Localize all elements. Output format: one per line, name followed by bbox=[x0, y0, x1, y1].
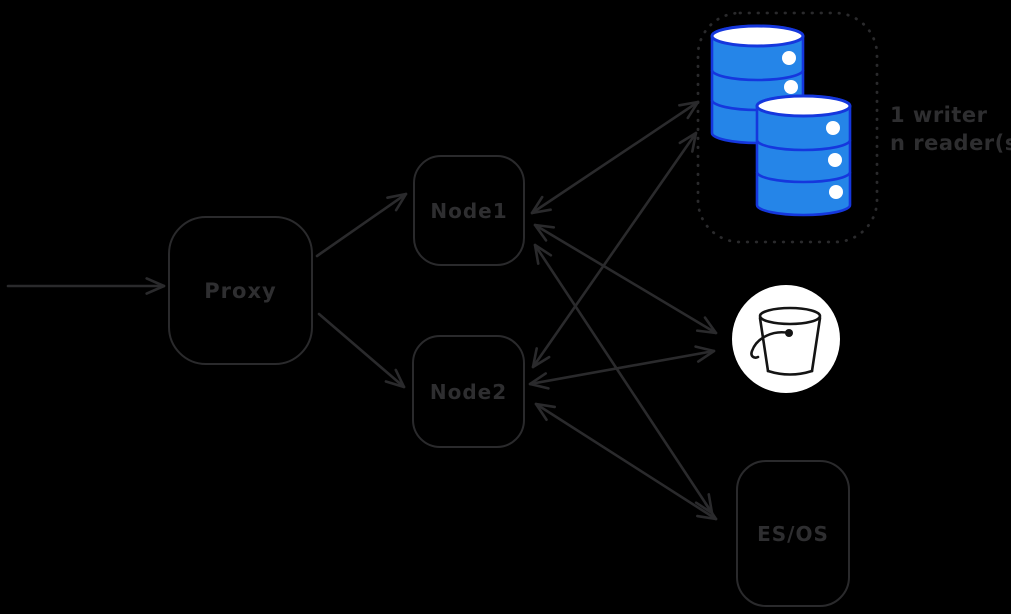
esos-node: ES/OS bbox=[736, 460, 850, 607]
arrow-node1-bucket bbox=[533, 223, 718, 335]
db-note: 1 writer n reader(s) bbox=[890, 101, 1011, 157]
arrows-group bbox=[6, 100, 718, 521]
node2-label: Node2 bbox=[429, 379, 508, 404]
esos-label: ES/OS bbox=[757, 521, 829, 546]
db-front-groove1 bbox=[755, 139, 852, 152]
db-back-groove1 bbox=[710, 69, 805, 82]
arrow-proxy-to-node1 bbox=[315, 192, 408, 258]
arrow-node2-esos bbox=[534, 402, 718, 521]
bucket-circle bbox=[732, 285, 840, 393]
node2-node: Node2 bbox=[412, 335, 525, 448]
db-front-dot2 bbox=[828, 153, 842, 167]
db-back-top bbox=[710, 24, 805, 48]
bucket-icon bbox=[750, 306, 822, 376]
proxy-node: Proxy bbox=[168, 216, 313, 365]
proxy-label: Proxy bbox=[204, 278, 277, 303]
db-note-line1: 1 writer bbox=[890, 103, 988, 127]
db-note-line2: n reader(s) bbox=[890, 131, 1011, 155]
db-back-dot1 bbox=[782, 51, 796, 65]
db-cylinder-front bbox=[755, 94, 852, 217]
arrow-node2-database bbox=[531, 131, 698, 369]
db-front-dot3 bbox=[829, 185, 843, 199]
db-cluster-container bbox=[696, 11, 879, 244]
db-front-top bbox=[755, 94, 852, 118]
bucket-badge bbox=[732, 285, 840, 393]
arrow-node1-database bbox=[530, 100, 700, 215]
node1-label: Node1 bbox=[430, 198, 508, 223]
db-front-groove2 bbox=[755, 171, 852, 184]
node1-node: Node1 bbox=[413, 155, 525, 266]
db-back-dot2 bbox=[784, 80, 798, 94]
db-front-dot1 bbox=[826, 121, 840, 135]
arrow-proxy-to-node2 bbox=[317, 312, 406, 389]
